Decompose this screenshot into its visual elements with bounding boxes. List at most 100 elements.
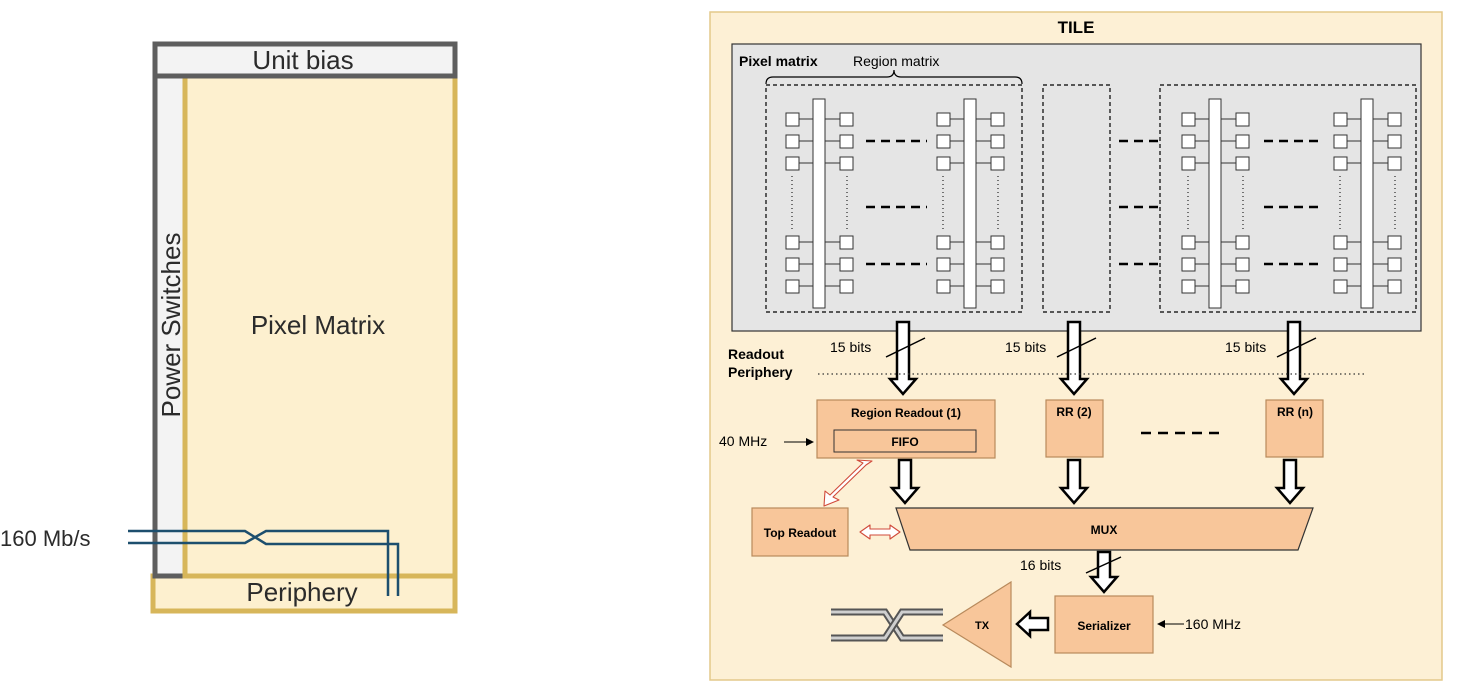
- pixel-matrix-title: Pixel matrix: [739, 53, 818, 69]
- pixel-cell: [1333, 257, 1348, 272]
- pixel-cell: [839, 156, 854, 171]
- unit-bias-block: [152, 41, 458, 79]
- pixel-cell: [1181, 257, 1196, 272]
- pixel-cell: [839, 235, 854, 250]
- column-bus: [812, 98, 826, 309]
- pixel-cell: [1235, 279, 1250, 294]
- bus-width-slash: [1276, 337, 1317, 358]
- pixel-cell: [936, 156, 951, 171]
- pixel-cell: [1181, 279, 1196, 294]
- pixel-cell: [936, 112, 951, 127]
- pixel-cell: [1387, 257, 1402, 272]
- region-outline: [765, 84, 1023, 313]
- region-readout-1-label: Region Readout (1): [851, 406, 961, 420]
- left-chip-diagram: Unit bias Power Switches Pixel Matrix Pe…: [0, 41, 458, 614]
- power-switches-block: [152, 73, 188, 579]
- mux-block: [895, 507, 1314, 551]
- bus-width-slash: [1056, 337, 1097, 358]
- bus-arrow: [1278, 320, 1310, 396]
- pixel-cell: [990, 134, 1005, 149]
- pixel-cell: [1235, 156, 1250, 171]
- tx-driver: [941, 580, 1012, 669]
- pixel-cell: [990, 257, 1005, 272]
- bus-width-slash: [885, 337, 926, 358]
- pixel-cell: [1333, 279, 1348, 294]
- pixel-cell: [785, 134, 800, 149]
- pixel-cell: [1235, 134, 1250, 149]
- pixel-cell: [1387, 156, 1402, 171]
- top-readout-mux-bidir-arrow: [859, 524, 901, 540]
- bus-label-3: 15 bits: [1225, 339, 1266, 355]
- pixel-matrix-label: Pixel Matrix: [251, 310, 385, 340]
- pixel-cell: [785, 279, 800, 294]
- bus-arrow: [1058, 320, 1090, 396]
- bus-arrows: [885, 320, 1317, 396]
- pixel-cell: [936, 279, 951, 294]
- pixel-cell: [1181, 134, 1196, 149]
- periphery-block: [150, 573, 458, 614]
- pixel-cell: [936, 235, 951, 250]
- pixel-regions: [765, 84, 1417, 313]
- fifo-top-readout-bidir-arrow: [823, 459, 873, 507]
- mux-bits-label: 16 bits: [1020, 557, 1061, 573]
- bus-label-2: 15 bits: [1005, 339, 1046, 355]
- tile-diagram: TILE Pixel matrix Region matrix 15 bits …: [709, 11, 1443, 681]
- tile-title: TILE: [1058, 18, 1095, 37]
- pixel-cell: [1235, 257, 1250, 272]
- serializer-block: [1054, 595, 1154, 654]
- pixel-cell: [990, 235, 1005, 250]
- bus-arrow: [887, 320, 919, 396]
- pixel-cell: [1333, 112, 1348, 127]
- pixel-cell: [1181, 112, 1196, 127]
- fifo-label: FIFO: [891, 435, 918, 449]
- mux-input-arrow: [889, 458, 921, 505]
- region-brace: [765, 69, 1023, 85]
- output-differential-lines: [128, 529, 400, 596]
- rr2-block: [1045, 399, 1104, 458]
- pixel-cell: [839, 279, 854, 294]
- pixel-cell: [1181, 156, 1196, 171]
- readout-periphery-label-line2: Periphery: [728, 364, 793, 380]
- pixel-cell: [1235, 112, 1250, 127]
- pixel-cell: [1181, 235, 1196, 250]
- pixel-cell: [1333, 156, 1348, 171]
- pixel-cell: [1235, 235, 1250, 250]
- mux-input-arrow: [1274, 458, 1306, 505]
- pixel-cell: [990, 279, 1005, 294]
- tx-label: TX: [975, 620, 990, 632]
- column-bus: [963, 98, 977, 309]
- pixel-cell: [1387, 235, 1402, 250]
- mux-output-arrow: [1085, 550, 1122, 594]
- column-bus: [1208, 98, 1222, 309]
- power-switches-label: Power Switches: [156, 233, 186, 418]
- periphery-label: Periphery: [246, 577, 357, 607]
- pixel-cell: [785, 156, 800, 171]
- mux-output-width-slash: [1085, 556, 1122, 574]
- pixel-cell: [1333, 134, 1348, 149]
- rrn-block: [1265, 399, 1324, 458]
- unit-bias-label: Unit bias: [252, 45, 353, 75]
- pixel-cell: [839, 112, 854, 127]
- pixel-cell: [1387, 279, 1402, 294]
- pixel-cell: [785, 257, 800, 272]
- mux-output-arrow-shape: [1088, 550, 1120, 594]
- tx-differential-output: [831, 608, 943, 642]
- region-matrix-title: Region matrix: [853, 53, 939, 69]
- mux-input-arrow: [1058, 458, 1090, 505]
- pixel-cell: [1387, 134, 1402, 149]
- pixel-matrix-area: [731, 43, 1422, 332]
- pixel-cell: [936, 257, 951, 272]
- mux-input-arrows: [889, 458, 1306, 505]
- pixel-cell: [990, 156, 1005, 171]
- pixel-cell: [936, 134, 951, 149]
- mux-label: MUX: [1091, 523, 1118, 537]
- pixel-cell: [839, 257, 854, 272]
- top-readout-block: [751, 507, 849, 557]
- region-outline: [1159, 84, 1417, 313]
- data-rate-label: 160 Mb/s: [0, 526, 91, 551]
- rrn-label: RR (n): [1277, 405, 1313, 419]
- clock-40mhz-label: 40 MHz: [719, 433, 767, 449]
- top-readout-label: Top Readout: [764, 526, 836, 540]
- pixel-cell: [1387, 112, 1402, 127]
